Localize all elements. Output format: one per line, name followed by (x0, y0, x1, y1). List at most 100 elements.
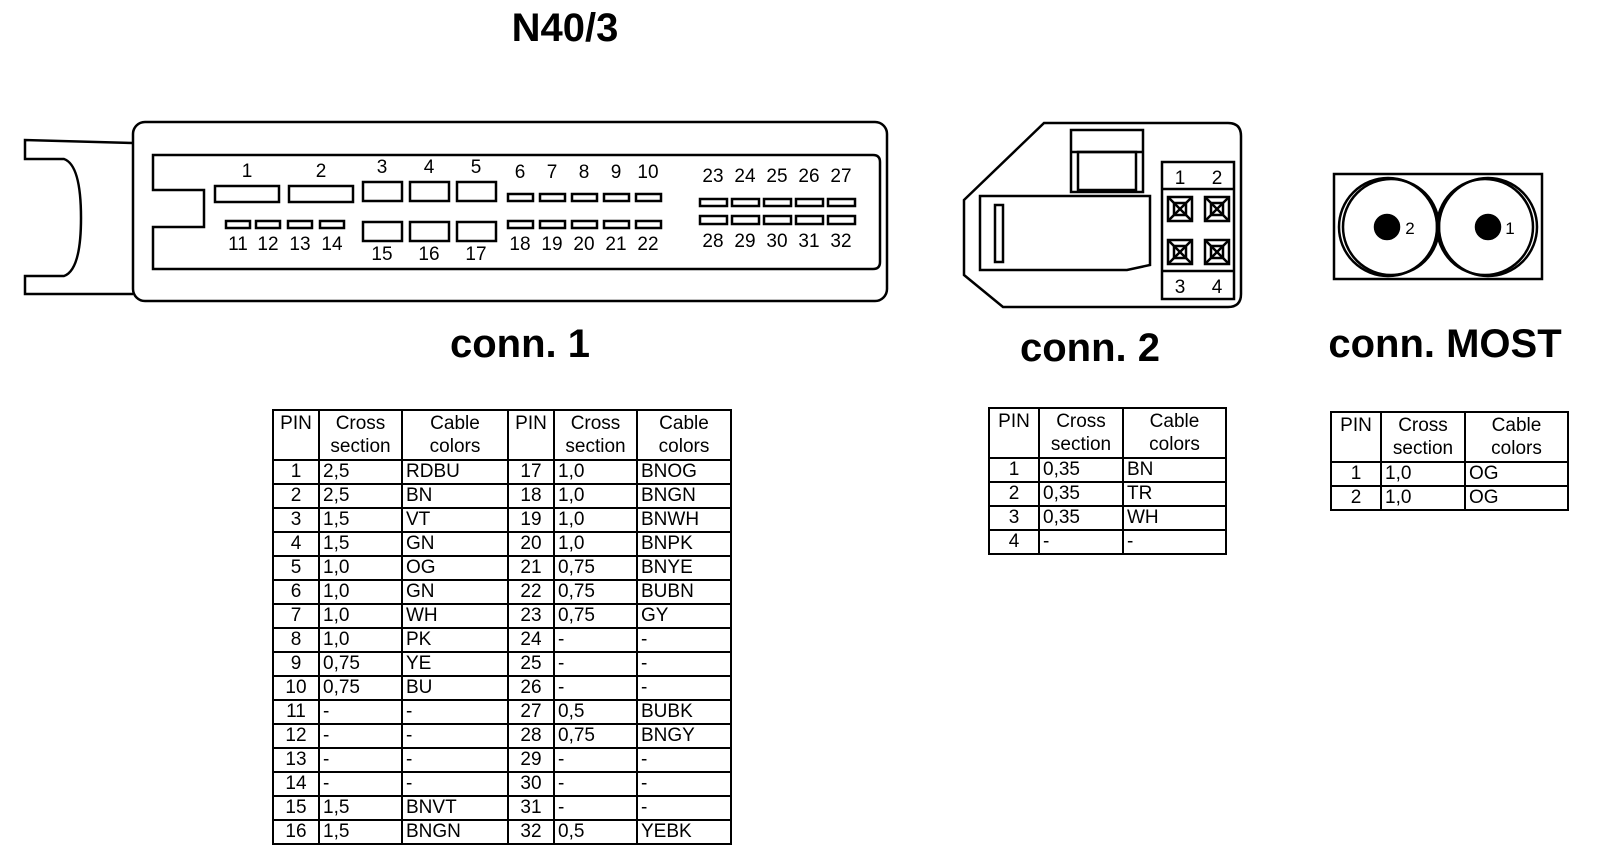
cable-color-cell: BNGN (401, 819, 509, 845)
header-pin: PIN (1330, 411, 1382, 463)
cross-section-cell: 1,0 (553, 531, 638, 557)
cross-section-cell: 0,75 (553, 579, 638, 605)
cable-color-cell: OG (1464, 485, 1569, 511)
pin-number: 13 (289, 234, 310, 255)
pin-number: 31 (798, 231, 819, 252)
cross-section-cell: 0,75 (553, 555, 638, 581)
pin-cell: 26 (507, 675, 555, 701)
pin-cell: 2 (1330, 485, 1382, 511)
cross-section-cell: - (318, 747, 403, 773)
cross-section-cell: - (318, 699, 403, 725)
cross-section-cell: 1,0 (318, 579, 403, 605)
pin-number: 32 (830, 231, 851, 252)
pin-cell: 31 (507, 795, 555, 821)
connmost-pin-numbers: 2 1 (1405, 219, 1514, 238)
pin-cell: 4 (988, 529, 1040, 555)
cross-section-cell: - (1038, 529, 1124, 555)
cross-section-cell: - (318, 771, 403, 797)
cross-section-cell: 0,35 (1038, 481, 1124, 507)
cable-color-cell: - (401, 771, 509, 797)
pin-cell: 22 (507, 579, 555, 605)
cross-section-cell: - (553, 771, 638, 797)
pin-cell: 3 (272, 507, 320, 533)
pin-number: 10 (637, 162, 658, 183)
pin-number: 3 (377, 157, 388, 178)
conn2-pin-numbers: 1 2 3 4 (1175, 168, 1223, 298)
pin-number: 22 (637, 234, 658, 255)
pin-cell: 21 (507, 555, 555, 581)
cross-section-cell: 2,5 (318, 459, 403, 485)
cross-section-cell: 1,0 (553, 459, 638, 485)
header-pin: PIN (507, 409, 555, 461)
cable-color-cell: WH (401, 603, 509, 629)
cross-section-cell: - (553, 651, 638, 677)
cable-color-cell: BU (401, 675, 509, 701)
cross-section-cell: - (553, 747, 638, 773)
pin-cell: 5 (272, 555, 320, 581)
cable-color-cell: BNWH (636, 507, 732, 533)
cross-section-cell: 0,35 (1038, 505, 1124, 531)
pin-number: 20 (573, 234, 594, 255)
cable-color-cell: GY (636, 603, 732, 629)
cross-section-cell: - (553, 627, 638, 653)
cable-color-cell: - (636, 795, 732, 821)
table-header-row: PIN Cross section Cable colors PIN Cross… (272, 409, 732, 461)
header-cable-colors: Cable colors (636, 409, 732, 461)
table-row: 13--29-- (272, 747, 732, 773)
pin-cell: 15 (272, 795, 320, 821)
cross-section-cell: - (553, 795, 638, 821)
cable-color-cell: BN (401, 483, 509, 509)
pin-number: 5 (471, 157, 482, 178)
pin-number: 27 (830, 166, 851, 187)
pin-number: 8 (579, 162, 590, 183)
cross-section-cell: 0,75 (318, 675, 403, 701)
cable-color-cell: - (636, 675, 732, 701)
conn2-label: conn. 2 (1019, 326, 1161, 370)
conn1-drawing (23, 120, 889, 303)
cross-section-cell: 1,0 (553, 507, 638, 533)
cable-color-cell: - (401, 723, 509, 749)
pin-cell: 9 (272, 651, 320, 677)
cross-section-cell: 0,35 (1038, 457, 1124, 483)
cable-color-cell: VT (401, 507, 509, 533)
pin-cell: 24 (507, 627, 555, 653)
header-cross-section: Cross section (318, 409, 403, 461)
cable-color-cell: - (636, 651, 732, 677)
pin-cell: 32 (507, 819, 555, 845)
cable-color-cell: - (636, 747, 732, 773)
cross-section-cell: 1,5 (318, 531, 403, 557)
cross-section-cell: 0,75 (553, 723, 638, 749)
pin-cell: 1 (272, 459, 320, 485)
pin-cell: 12 (272, 723, 320, 749)
pin-number: 12 (257, 234, 278, 255)
pin-cell: 29 (507, 747, 555, 773)
pin-cell: 20 (507, 531, 555, 557)
cross-section-cell: 1,0 (1380, 485, 1466, 511)
cable-color-cell: - (636, 771, 732, 797)
cross-section-cell: 0,5 (553, 819, 638, 845)
header-cross-section: Cross section (1038, 407, 1124, 459)
pin-cell: 1 (988, 457, 1040, 483)
pin-number: 25 (766, 166, 787, 187)
pin-number: 4 (424, 157, 435, 178)
pin-number: 2 (1405, 219, 1414, 238)
table-row: 14--30-- (272, 771, 732, 797)
pin-number: 1 (1505, 219, 1514, 238)
cross-section-cell: 1,5 (318, 507, 403, 533)
header-cable-colors: Cable colors (1122, 407, 1227, 459)
connmost-label: conn. MOST (1328, 322, 1562, 366)
pin-number: 19 (541, 234, 562, 255)
cable-color-cell: BNGN (636, 483, 732, 509)
cable-color-cell: GN (401, 531, 509, 557)
